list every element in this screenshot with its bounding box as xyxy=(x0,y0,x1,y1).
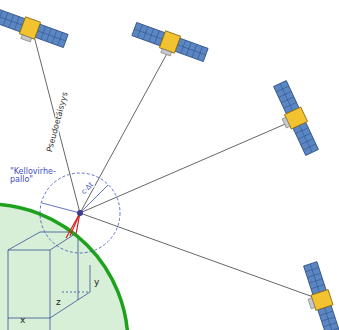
axis-label: x xyxy=(20,316,25,325)
receiver-point xyxy=(77,210,83,216)
gps-satellite xyxy=(268,80,320,158)
clock-error-sphere xyxy=(40,173,120,253)
range-lines xyxy=(34,36,316,298)
receiver-vectors xyxy=(66,213,80,238)
sphere-label: "Kellovirhe-pallo" xyxy=(10,168,54,185)
gps-satellite xyxy=(0,7,69,54)
coordinate-box xyxy=(8,232,90,330)
axis-label: z xyxy=(56,298,61,307)
range-label: Pseudoetäisyys xyxy=(46,91,70,153)
error-radius xyxy=(42,185,108,213)
gps-satellite xyxy=(130,21,209,68)
gps-satellite xyxy=(298,261,339,330)
clock-error-label: c·Δt xyxy=(80,181,95,196)
axis-label: y xyxy=(94,278,99,287)
